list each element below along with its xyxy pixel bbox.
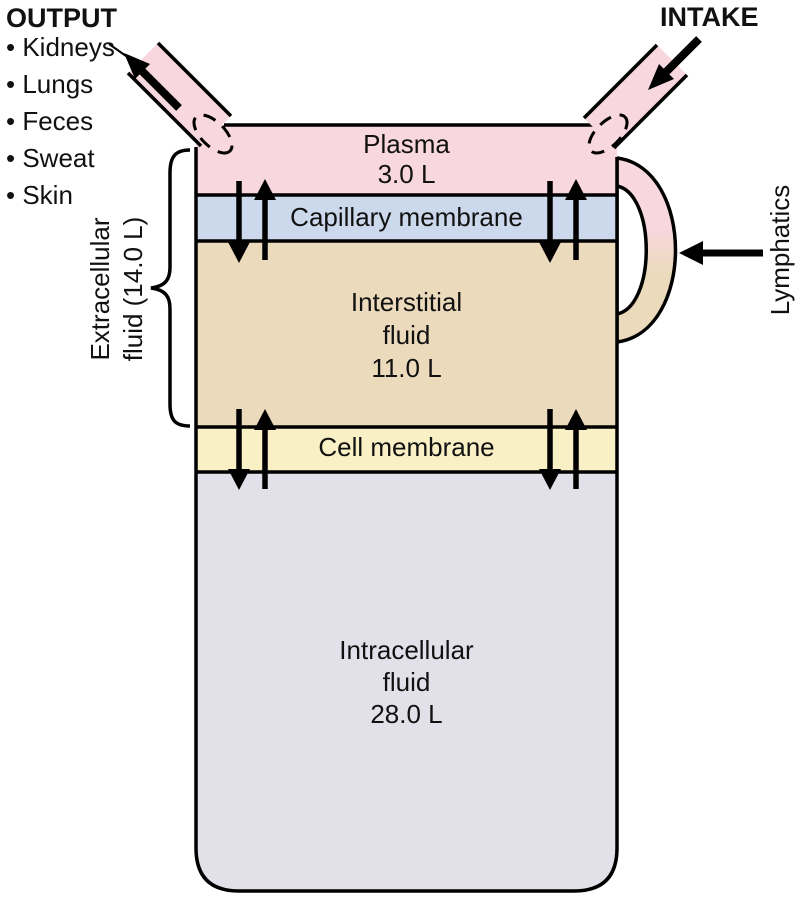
intake-arrow <box>648 36 702 90</box>
intracellular-fluid-label: Intracellular fluid 28.0 L <box>339 635 474 729</box>
intake-opening-dashed-ellipse <box>587 113 629 155</box>
capillary-membrane-label: Capillary membrane <box>290 202 523 232</box>
lymphatics-arrow <box>679 241 763 265</box>
lymphatics-label: Lymphatics <box>765 184 795 316</box>
intake-title: INTAKE <box>660 2 759 32</box>
output-opening-dashed-ellipse <box>192 113 234 155</box>
cell-exchange-arrows-right <box>539 409 587 490</box>
lymphatics-handle <box>615 156 678 344</box>
cell-exchange-arrows-left <box>228 409 276 490</box>
interstitial-region <box>196 241 617 427</box>
output-item-feces: Feces <box>6 103 115 140</box>
extracellular-bracket-label: Extracellular fluid (14.0 L) <box>85 216 148 362</box>
container-body <box>194 123 619 893</box>
output-item-lungs: Lungs <box>6 66 115 103</box>
extracellular-brace <box>150 148 191 428</box>
output-spout <box>126 41 233 148</box>
container-outline <box>194 147 619 893</box>
capillary-exchange-arrows-left <box>228 179 276 263</box>
output-item-kidneys: Kidneys <box>6 29 115 66</box>
output-list: Kidneys Lungs Feces Sweat Skin <box>6 29 115 214</box>
capillary-exchange-arrows-right <box>539 179 587 263</box>
cell-membrane-label: Cell membrane <box>318 432 495 462</box>
handle-hole <box>615 183 648 317</box>
output-item-sweat: Sweat <box>6 140 115 177</box>
intracellular-region <box>196 472 617 891</box>
plasma-label: Plasma 3.0 L <box>363 129 450 189</box>
output-title: OUTPUT <box>6 3 117 33</box>
interstitial-fluid-label: Interstitial fluid 11.0 L <box>350 287 463 383</box>
output-item-skin: Skin <box>6 177 115 214</box>
